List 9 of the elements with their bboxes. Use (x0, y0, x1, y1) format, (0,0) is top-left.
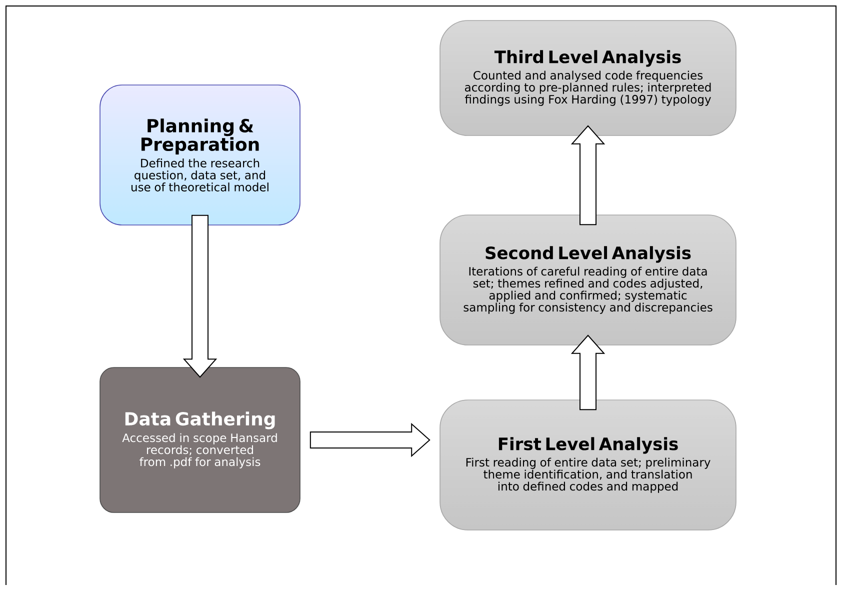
block-arrow (570, 125, 606, 226)
analysis-box: Second Level Analysis Iterations of careful reading of entire data set; themes refined and codes adjusted, applied and confirmed; systematic sampling for consistency and discrepancies (440, 214, 736, 346)
analysis-box: Third Level Analysis Counted and analysed code frequencies according to pre-planned rules; interpreted findings using Fox Harding (1997) typology (440, 20, 736, 136)
analysis-box: First Level Analysis First reading of entire data set; preliminary theme identification, and translation into defined codes and mapped (440, 400, 736, 530)
process-box: Data Gathering Accessed in scope Hansard records; converted from .pdf for analysis (100, 367, 300, 513)
block-arrow (310, 422, 430, 458)
block-arrow (182, 214, 218, 378)
process-box: Planning & Preparation Defined the research question, data set, and use of theoretical model (100, 84, 300, 226)
block-arrow (570, 334, 606, 410)
